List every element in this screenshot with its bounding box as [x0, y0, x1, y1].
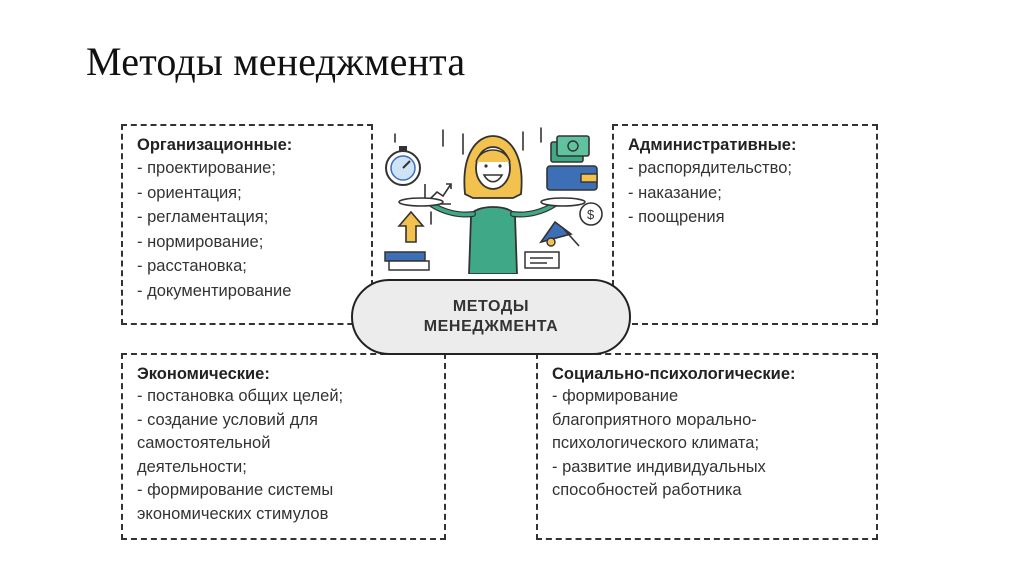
- box-economic-heading: Экономические:: [137, 365, 270, 383]
- box-socio-psychological: Социально-психологические: - формировани…: [536, 353, 878, 540]
- list-line: - создание условий для: [137, 410, 318, 429]
- list-line: благоприятного морально-: [552, 410, 757, 429]
- box-socio-psychological-list: - формирование благоприятного морально- …: [552, 385, 862, 503]
- center-title: МЕТОДЫ МЕНЕДЖМЕНТА: [423, 298, 559, 335]
- document-icon: [524, 251, 560, 269]
- list-line: - формирование: [552, 387, 679, 405]
- box-economic-list: - постановка общих целей; - создание усл…: [137, 385, 430, 526]
- box-economic: Экономические: - постановка общих целей;…: [121, 353, 446, 540]
- list-line: - формирование системы: [137, 481, 334, 499]
- list-line: самостоятельной: [137, 434, 271, 452]
- list-line: деятельности;: [137, 457, 247, 476]
- list-item: поощрения: [628, 205, 862, 230]
- list-line: - развитие индивидуальных: [552, 457, 766, 476]
- box-organizational-heading: Организационные:: [137, 136, 293, 154]
- list-line: способностей работника: [552, 481, 742, 499]
- box-administrative-list: распорядительство; наказание; поощрения: [628, 156, 862, 230]
- list-line: экономических стимулов: [137, 504, 329, 523]
- box-socio-psychological-heading: Социально-психологические:: [552, 365, 796, 383]
- desk-lamp-icon: [539, 220, 580, 247]
- list-item: документирование: [137, 279, 357, 304]
- box-administrative: Административные: распорядительство; нак…: [612, 124, 878, 325]
- wallet-icon: [546, 165, 598, 191]
- list-line: - постановка общих целей;: [137, 387, 344, 405]
- svg-text:$: $: [587, 207, 595, 222]
- slide-title: Методы менеджмента: [86, 39, 466, 84]
- woman-figure-icon: [398, 135, 586, 274]
- stopwatch-icon: [385, 146, 421, 186]
- list-item: проектирование;: [137, 156, 357, 181]
- box-administrative-heading: Административные:: [628, 136, 797, 154]
- arrow-up-icon: [397, 210, 425, 243]
- list-item: регламентация;: [137, 205, 357, 230]
- manager-illustration: $: [384, 127, 603, 274]
- center-title-pill: МЕТОДЫ МЕНЕДЖМЕНТА: [351, 279, 631, 355]
- box-organizational: Организационные: проектирование; ориента…: [121, 124, 373, 325]
- list-line: психологического климата;: [552, 434, 760, 452]
- list-item: распорядительство;: [628, 156, 862, 181]
- dollar-coin-icon: $: [579, 202, 603, 226]
- list-item: наказание;: [628, 181, 862, 206]
- money-icon: [550, 135, 590, 163]
- list-item: ориентация;: [137, 181, 357, 206]
- list-item: расстановка;: [137, 254, 357, 279]
- box-organizational-list: проектирование; ориентация; регламентаци…: [137, 156, 357, 303]
- list-item: нормирование;: [137, 230, 357, 255]
- books-icon: [384, 251, 430, 271]
